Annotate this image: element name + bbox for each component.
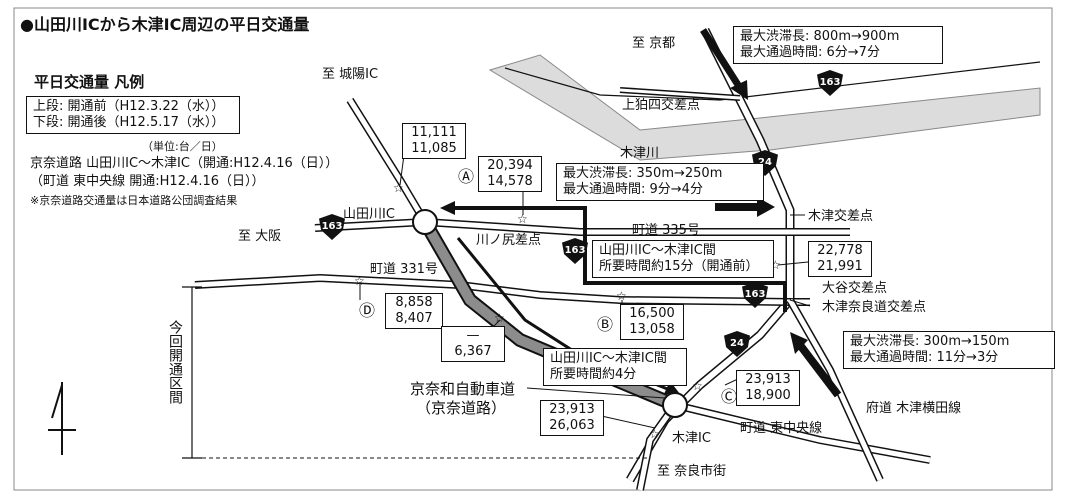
count-before: — [466, 328, 480, 343]
label-to-kyoto: 至 京都 [632, 36, 676, 51]
label-higashi-chuo: 町道 東中央線 [740, 421, 823, 436]
label-route335: 町道 335号 [632, 223, 700, 238]
info-jam-length: 最大渋滞長: 350m→250m [563, 166, 723, 181]
label-kizu-yokota: 府道 木津横田線 [866, 401, 962, 416]
marker-a: Ⓐ [458, 167, 475, 186]
count-after: 21,991 [817, 259, 863, 274]
count-point-star-icon: ☆ [354, 274, 365, 288]
travel-time: 所要時間約4分 [550, 367, 637, 382]
label-kizu-river: 木津川 [620, 146, 660, 161]
label-kizu-ic: 木津IC [672, 431, 711, 446]
count-after: 14,578 [487, 174, 533, 189]
map-frame [13, 7, 1053, 491]
page-title: ●山田川ICから木津IC周辺の平日交通量 [20, 15, 310, 34]
travel-time-after: 山田川IC〜木津IC間 所要時間約4分 [543, 348, 687, 386]
info-jam-length: 最大渋滞長: 300m→150m [850, 334, 1010, 349]
label-expressway-2: （京奈道路） [416, 399, 507, 417]
count-after: 8,407 [395, 311, 433, 326]
route-before-arrowhead [440, 201, 455, 215]
count-after: 18,900 [745, 388, 791, 403]
marker-d: Ⓓ [359, 301, 376, 320]
count-box-7: 23,913 18,900 [736, 370, 800, 406]
count-point-star-icon: ☆ [517, 212, 528, 226]
info-pass-time: 最大通過時間: 6分→7分 [740, 45, 880, 60]
mid-jam-info: 最大渋滞長: 350m→250m 最大通過時間: 9分→4分 [556, 163, 764, 201]
label-to-osaka: 至 大阪 [238, 229, 282, 244]
count-after: 11,085 [411, 141, 457, 156]
count-box-6: — 6,367 [441, 326, 505, 362]
count-before: 11,111 [411, 125, 457, 140]
north-jam-arrow [700, 28, 743, 90]
info-pass-time: 最大通過時間: 11分→3分 [850, 350, 999, 365]
legend-upper: 上段: 開通前（H12.3.22（水）） [33, 99, 225, 114]
count-point-star-icon: ☆ [616, 289, 627, 303]
count-point-star-icon: ☆ [770, 258, 781, 272]
yamadagawa-ic-circle [412, 209, 438, 235]
travel-time: 所要時間約15分（開通前） [599, 259, 759, 274]
legend-lower: 下段: 開通後（H12.5.17（水）） [33, 115, 225, 130]
info-jam-length: 最大渋滞長: 800m→900m [740, 29, 900, 44]
label-kizu-intersection: 木津交差点 [808, 209, 874, 224]
route-before-line [445, 206, 787, 312]
kizu-ic-circle [662, 392, 688, 418]
legend-note3: ※京奈道路交通量は日本道路公団調査結果 [30, 194, 238, 207]
count-after: 13,058 [629, 322, 675, 337]
label-kizu-nara-intersection: 木津奈良道交差点 [822, 300, 927, 315]
label-yamadagawa-ic: 山田川IC [343, 207, 395, 222]
count-after: 26,063 [549, 418, 595, 433]
label-kawanoshiri: 川ノ尻差点 [476, 233, 542, 248]
travel-route: 山田川IC〜木津IC間 [599, 243, 716, 258]
count-after: 6,367 [454, 344, 492, 359]
count-box-4: 8,858 8,407 [385, 293, 443, 329]
legend-heading: 平日交通量 凡例 [34, 73, 145, 91]
label-to-nara: 至 奈良市街 [657, 464, 727, 479]
label-route331: 町道 331号 [370, 262, 438, 277]
legend-note2: （町道 東中央線 開通:H12.4.16（日）） [30, 174, 265, 189]
count-point-star-icon: ☆ [649, 427, 660, 441]
label-to-joyo: 至 城陽IC [322, 67, 379, 82]
count-box-2: 20,394 14,578 [478, 156, 542, 192]
info-pass-time: 最大通過時間: 9分→4分 [563, 182, 703, 197]
travel-route: 山田川IC〜木津IC間 [550, 351, 667, 366]
count-box-3: 22,778 21,991 [808, 241, 872, 277]
label-opened-section: 今回開通区間 [167, 320, 183, 404]
river-band [488, 54, 1041, 161]
south-jam-info: 最大渋滞長: 300m→150m 最大通過時間: 11分→3分 [843, 331, 1055, 369]
count-point-star-icon: ☆ [692, 379, 703, 393]
marker-c: Ⓒ [721, 387, 738, 406]
marker-b: Ⓑ [597, 315, 614, 334]
count-before: 23,913 [745, 372, 791, 387]
count-before: 16,500 [629, 306, 675, 321]
north-jam-info: 最大渋滞長: 800m→900m 最大通過時間: 6分→7分 [733, 26, 943, 64]
count-before: 20,394 [487, 158, 533, 173]
count-box-1: 11,111 11,085 [402, 123, 466, 159]
route-after-arrowhead [664, 381, 680, 394]
count-point-star-icon: ☆ [494, 311, 505, 325]
count-box-8: 23,913 26,063 [540, 400, 604, 436]
count-point-star-icon: ☆ [393, 181, 404, 195]
south-jam-arrow [796, 342, 842, 398]
count-before: 22,778 [817, 243, 863, 258]
count-before: 23,913 [549, 402, 595, 417]
legend-box: 上段: 開通前（H12.3.22（水）） 下段: 開通後（H12.5.17（水）… [26, 96, 240, 134]
north-arrow-icon [48, 382, 76, 455]
label-oya-intersection: 大谷交差点 [822, 281, 888, 296]
count-box-5: 16,500 13,058 [620, 304, 684, 340]
river-line [504, 61, 1041, 101]
count-before: 8,858 [395, 295, 433, 310]
label-kamikomori: 上狛四交差点 [622, 98, 701, 113]
legend-unit: （単位:台／日） [142, 140, 223, 153]
legend-note1: 京奈道路 山田川IC〜木津IC（開通:H12.4.16（日）） [30, 156, 339, 171]
travel-time-before: 山田川IC〜木津IC間 所要時間約15分（開通前） [592, 240, 774, 278]
label-expressway-1: 京奈和自動車道 [410, 380, 516, 398]
